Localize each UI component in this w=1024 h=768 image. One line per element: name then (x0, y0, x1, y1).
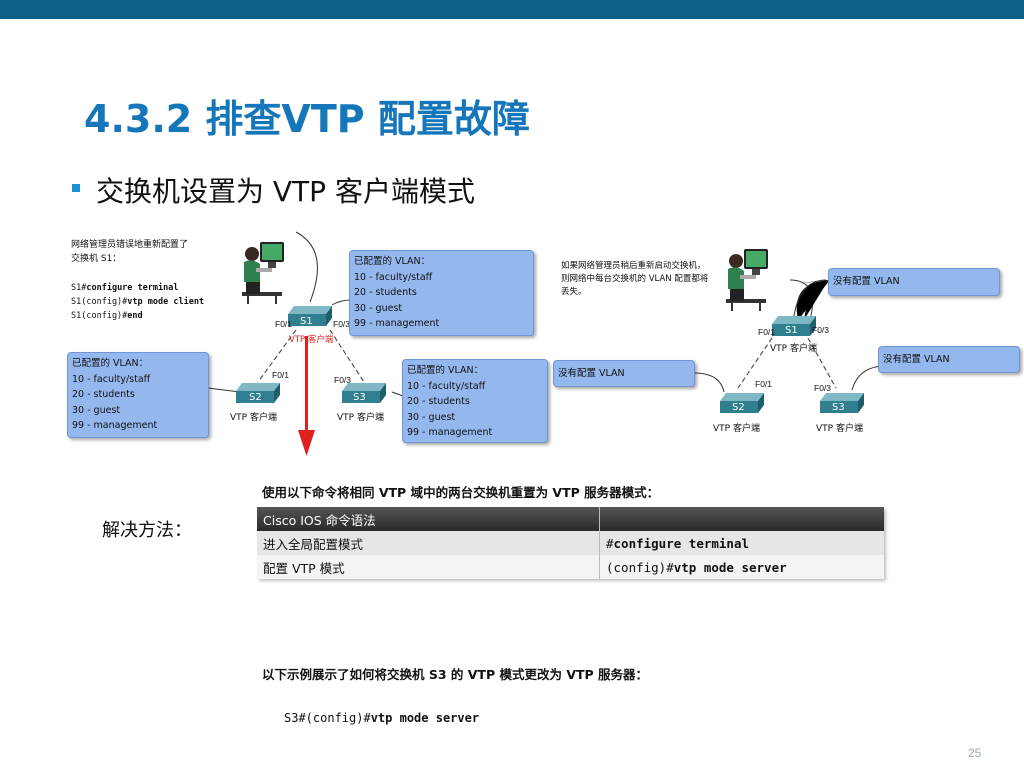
s3-mode-label: VTP 客户端 (337, 413, 384, 423)
s2-mode-label: VTP 客户端 (230, 413, 277, 423)
person-at-computer-icon (242, 242, 284, 304)
table-cell-cmd: #configure terminal (599, 531, 884, 555)
bullet-icon (72, 184, 80, 192)
table-row: 配置 VTP 模式 (config)#vtp mode server (257, 555, 884, 579)
cli-line-2: S1(config)#vtp mode client (71, 297, 205, 307)
s3-vlan-box: 已配置的 VLAN： 10 - faculty/staff 20 - stude… (402, 359, 548, 443)
switch-icon (342, 383, 386, 403)
red-arrow-shaft (305, 336, 308, 436)
s1-port-f03: F0/3 (333, 319, 351, 329)
table-header-cell: Cisco IOS 命令语法 (257, 507, 600, 531)
switch-icon (288, 306, 332, 326)
example-intro: 以下示例展示了如何将交换机 S3 的 VTP 模式更改为 VTP 服务器： (262, 667, 649, 682)
top-bar (0, 0, 1024, 19)
s1-mode-label: VTP 客户端 (289, 335, 334, 345)
table-header-row: Cisco IOS 命令语法 (257, 507, 884, 531)
cli-line-3: S1(config)#end (71, 311, 143, 321)
page-number: 25 (968, 746, 982, 760)
switch-s1-label: S1 (300, 316, 313, 327)
solution-intro: 使用以下命令将相同 VTP 域中的两台交换机重置为 VTP 服务器模式： (262, 485, 660, 500)
right-switch-s1-label: S1 (785, 325, 798, 336)
left-note: 网络管理员错误地重新配置了 交换机 S1： (71, 238, 188, 266)
left-links (207, 231, 404, 456)
left-note-line1: 网络管理员错误地重新配置了 (71, 240, 189, 250)
table-cell-desc: 配置 VTP 模式 (257, 555, 600, 579)
solution-label: 解决方法： (102, 520, 192, 541)
right-switch-s3-label: S3 (832, 402, 845, 413)
left-cli: S1#configure terminal S1(config)#vtp mod… (71, 281, 204, 323)
switch-s2-label: S2 (249, 392, 262, 403)
table-cell-cmd: (config)#vtp mode server (599, 555, 884, 579)
right-s3-mode-label: VTP 客户端 (816, 424, 863, 434)
command-table: Cisco IOS 命令语法 进入全局配置模式 #configure termi… (257, 507, 884, 579)
right-links (693, 279, 883, 393)
right-s3-vlan-box: 没有配置 VLAN (878, 346, 1020, 373)
slide-title: 4.3.2 排查VTP 配置故障 (84, 97, 530, 141)
switch-icon (236, 383, 280, 403)
table-cell-desc: 进入全局配置模式 (257, 531, 600, 555)
switch-icon (772, 316, 816, 336)
right-s2-port-f01: F0/1 (755, 379, 773, 389)
right-s1-vlan-box: 没有配置 VLAN (828, 268, 1000, 296)
example-command: S3#(config)#vtp mode server (284, 711, 480, 725)
switch-s3-label: S3 (353, 392, 366, 403)
s1-port-f01: F0/1 (275, 319, 293, 329)
s3-port-f03: F0/3 (334, 375, 352, 385)
table-row: 进入全局配置模式 #configure terminal (257, 531, 884, 555)
right-s1-port-f03: F0/3 (812, 325, 830, 335)
person-at-computer-icon (726, 249, 768, 311)
red-arrow-head (298, 430, 315, 456)
right-switch-s2-label: S2 (732, 402, 745, 413)
cli-line-1: S1#configure terminal (71, 283, 179, 293)
right-s3-port-f03: F0/3 (814, 383, 832, 393)
right-note: 如果网络管理员稍后重新启动交换机， 则网络中每台交换机的 VLAN 配置都将 丢… (561, 261, 709, 297)
right-s1-callout-line (793, 279, 827, 317)
s1-vlan-box: 已配置的 VLAN： 10 - faculty/staff 20 - stude… (349, 250, 534, 336)
switch-icon (820, 393, 864, 413)
right-s2-vlan-box: 没有配置 VLAN (553, 360, 695, 387)
switch-icon (720, 393, 764, 413)
right-s1-port-f01: F0/1 (758, 327, 776, 337)
table-header-cell (599, 507, 884, 531)
right-s1-mode-label: VTP 客户端 (770, 344, 817, 354)
s2-vlan-box: 已配置的 VLAN： 10 - faculty/staff 20 - stude… (67, 352, 209, 438)
right-s2-mode-label: VTP 客户端 (713, 424, 760, 434)
bullet-text: 交换机设置为 VTP 客户端模式 (96, 175, 475, 208)
left-note-line2: 交换机 S1： (71, 254, 122, 264)
s2-port-f01: F0/1 (272, 370, 290, 380)
